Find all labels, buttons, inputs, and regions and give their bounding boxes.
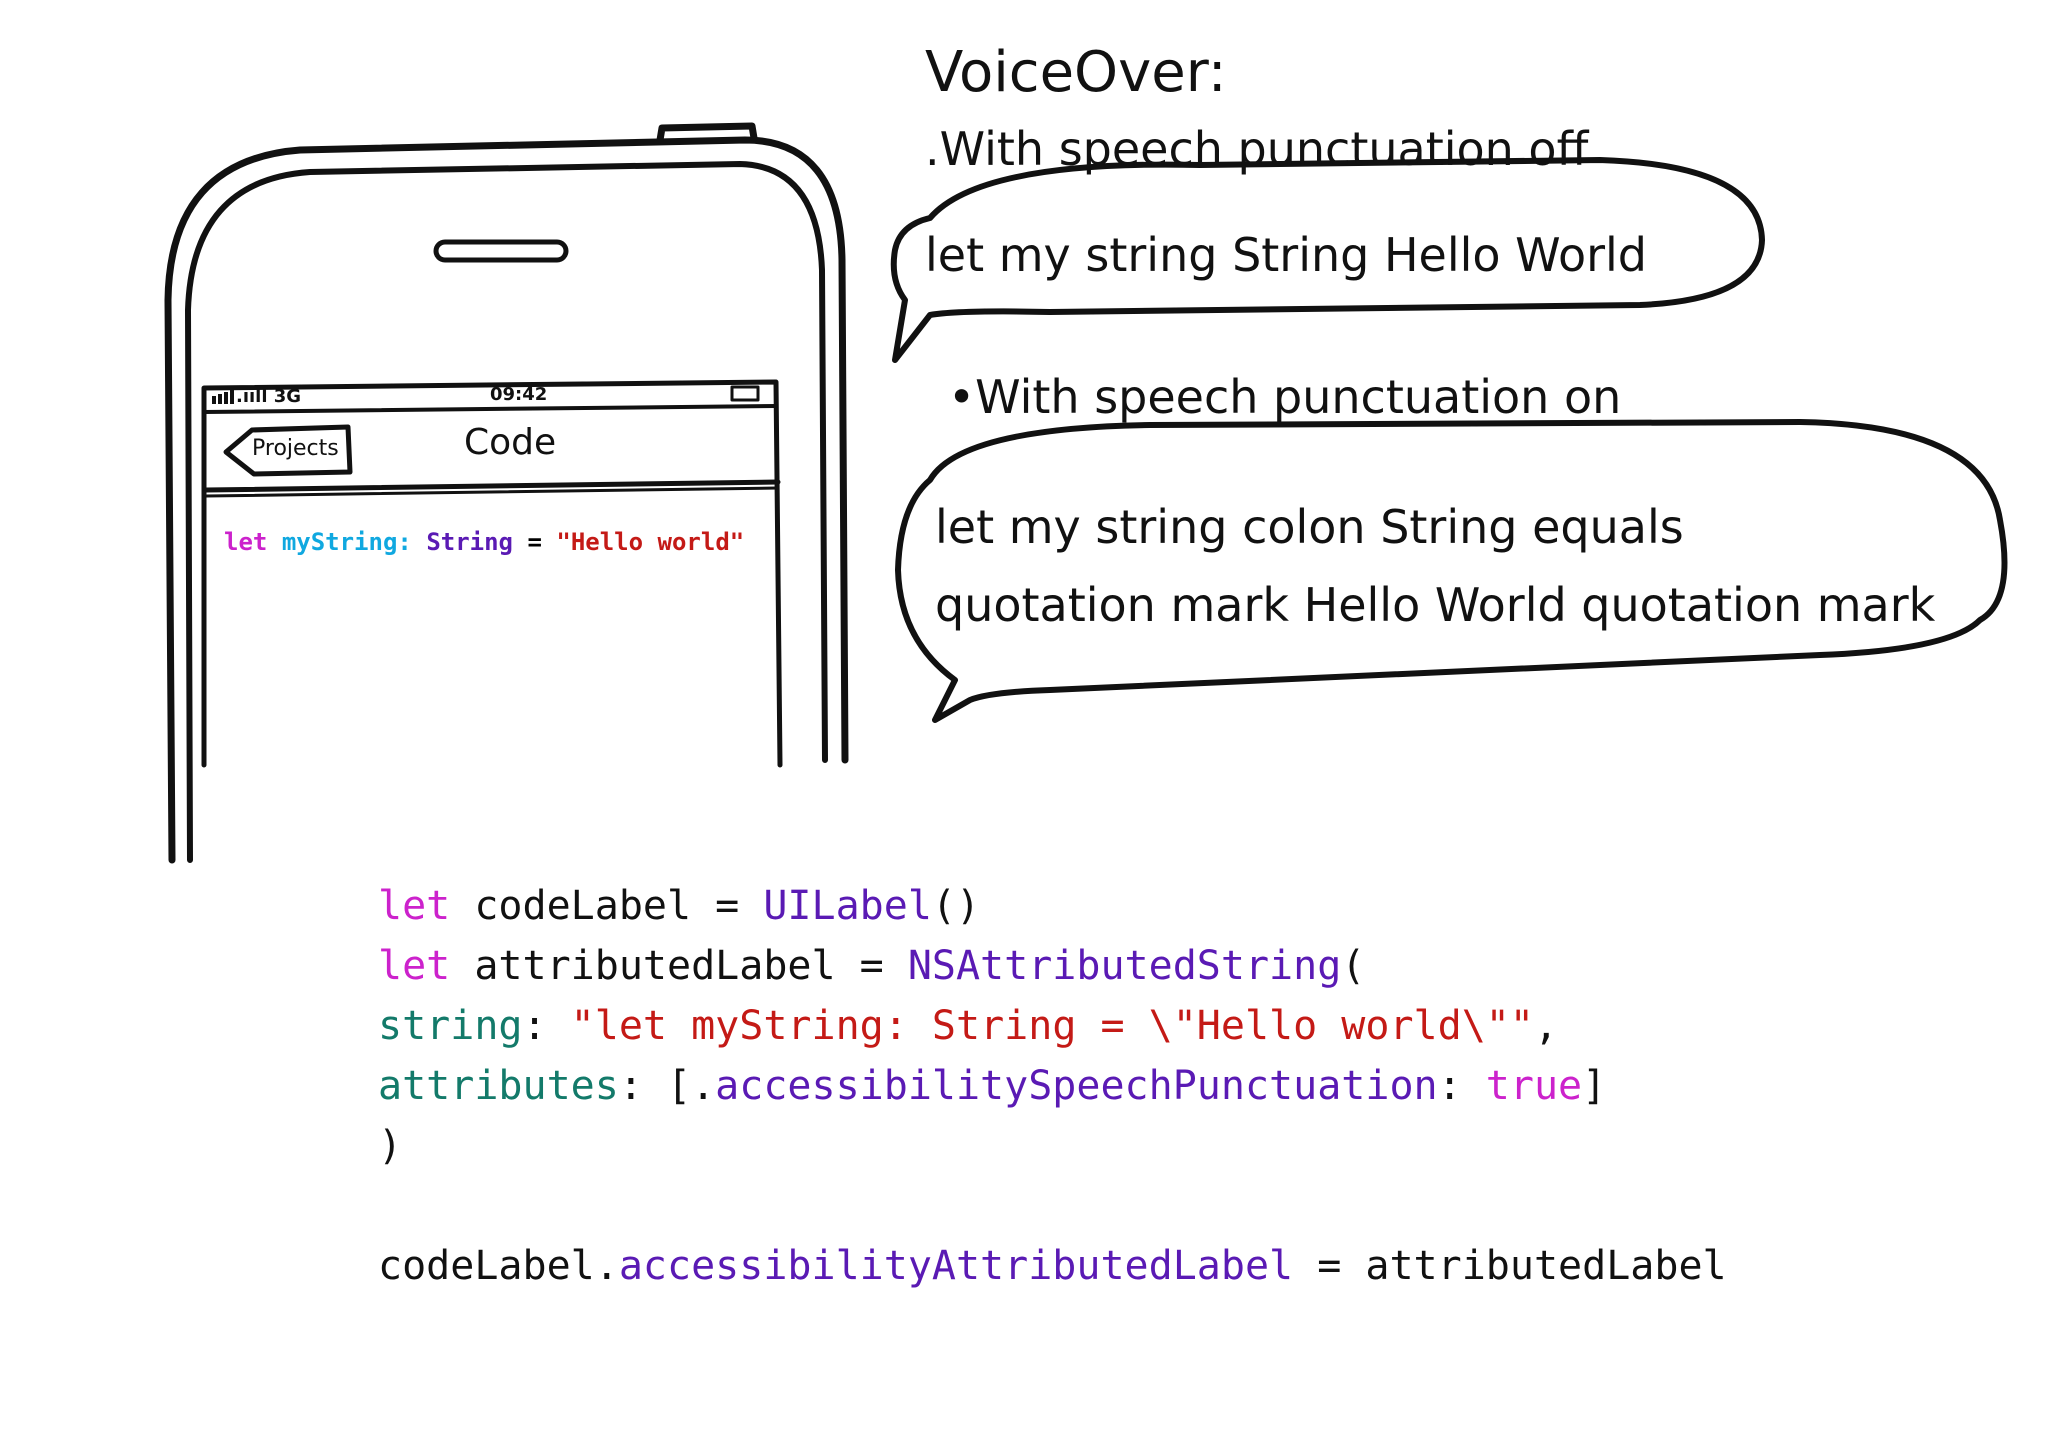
code-text: : [1437, 1063, 1486, 1109]
phone-speaker [433, 239, 569, 263]
code-keyword: true [1485, 1063, 1583, 1109]
code-keyword: let [378, 883, 451, 929]
status-time: 09:42 [490, 384, 548, 405]
phone-power-button [656, 122, 758, 144]
back-button[interactable]: Projects [252, 436, 339, 461]
code-text: attributedLabel = [450, 943, 908, 989]
status-network: .ııll 3G [236, 386, 302, 407]
code-line-2: let attributedLabel = NSAttributedString… [378, 936, 1365, 996]
punctuation-on-speech-line2: quotation mark Hello World quotation mar… [935, 578, 1936, 632]
phone-inner-outline [185, 161, 828, 863]
code-line-1: let codeLabel = UILabel() [378, 876, 980, 936]
screen-code-equals: = [527, 528, 542, 556]
screen-code-colon: : [397, 528, 412, 556]
screen-code-keyword: let [224, 528, 268, 556]
voiceover-title: VoiceOver: [925, 40, 1227, 105]
code-type: UILabel [763, 883, 932, 929]
code-text: = attributedLabel [1293, 1243, 1727, 1289]
code-text: , [1533, 1003, 1559, 1049]
back-button-shape [223, 424, 353, 477]
code-keyword: let [378, 943, 451, 989]
code-text: : [. [618, 1063, 716, 1109]
code-property: accessibilitySpeechPunctuation [715, 1063, 1438, 1109]
speech-bubble-off [890, 157, 1765, 363]
code-property: accessibilityAttributedLabel [618, 1243, 1294, 1289]
nav-title: Code [464, 422, 557, 463]
code-text: ) [378, 1123, 403, 1169]
code-text: ( [1341, 943, 1366, 989]
screen-code-variable: myString [281, 528, 398, 556]
phone-screen [201, 379, 783, 768]
punctuation-on-speech-line1: let my string colon String equals [935, 500, 1684, 554]
code-line-7: codeLabel.accessibilityAttributedLabel =… [378, 1236, 1727, 1296]
signal-icon [212, 390, 234, 404]
code-text: () [931, 883, 981, 929]
code-argument: attributes [378, 1063, 619, 1109]
status-bar-divider [202, 404, 778, 414]
code-line-3: string: "let myString: String = \"Hello … [378, 996, 1558, 1056]
code-text: codeLabel. [378, 1243, 619, 1289]
code-type: NSAttributedString [907, 943, 1342, 989]
battery-icon [730, 385, 760, 402]
code-line-5: ) [378, 1116, 402, 1176]
nav-bar-divider-2 [204, 486, 780, 498]
code-text: : [522, 1003, 571, 1049]
code-text: codeLabel = [450, 883, 764, 929]
screen-code-string: "Hello world" [556, 528, 745, 556]
speech-bubble-on [895, 419, 2008, 723]
nav-bar-divider [203, 479, 781, 493]
punctuation-off-heading: .With speech punctuation off [925, 122, 1589, 176]
screen-code-line: let myString: String = "Hello world" [224, 528, 744, 556]
code-argument: string [378, 1003, 523, 1049]
code-line-4: attributes: [.accessibilitySpeechPunctua… [378, 1056, 1606, 1116]
screen-code-type: String [426, 528, 514, 556]
punctuation-off-speech: let my string String Hello World [925, 228, 1648, 282]
phone-outer-outline [164, 136, 849, 864]
punctuation-on-heading: •With speech punctuation on [948, 370, 1622, 424]
code-block: let codeLabel = UILabel() let attributed… [378, 876, 1898, 1296]
code-string: "let myString: String = \"Hello world\"" [570, 1003, 1534, 1049]
code-text: ] [1582, 1063, 1607, 1109]
